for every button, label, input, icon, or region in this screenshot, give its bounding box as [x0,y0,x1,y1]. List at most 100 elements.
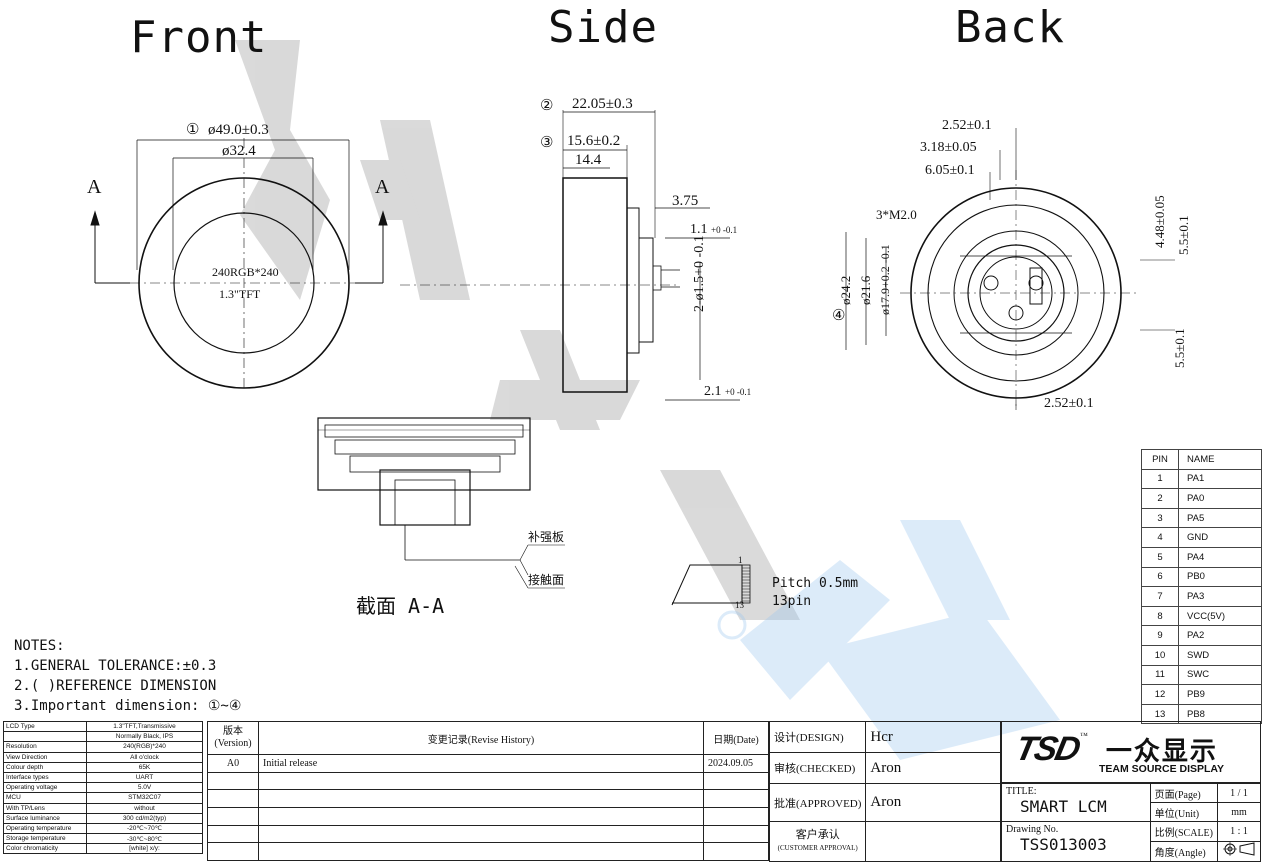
pin-name: PB0 [1178,566,1262,588]
title-block: TITLE: SMART LCM 页面(Page) 1 / 1 单位(Unit)… [1001,783,1261,862]
back-view-title: Back [955,2,1065,53]
dim-pin-diameter: 2-ø1.5+0 -0.1 [692,235,707,312]
drawing-number: TSS013003 [1020,835,1107,854]
spec-value: 5.0V [86,782,203,794]
fpc-pin-13: 13 [735,600,744,610]
spec-value: 1.3"TFT,Transmissive [86,720,203,733]
pin-number: 12 [1141,684,1179,705]
pin-number: 3 [1141,507,1179,529]
note-3: 3.Important dimension: ①~④ [14,698,242,714]
spec-key: Operating temperature [3,822,87,835]
section-marker-right: A [375,176,390,198]
scale-label: 比例(SCALE) [1149,821,1219,842]
pin-name: PA4 [1178,546,1262,568]
section-title: 截面 A-A [356,594,445,618]
name-header: NAME [1178,449,1262,470]
revision-date: 2024.09.05 [703,754,769,773]
dim-back-e: 4.48±0.05 [1152,195,1167,248]
spec-row: Storage temperature-30℃~80℃ [3,833,203,845]
customer-sublabel: (CUSTOMER APPROVAL) [777,843,858,852]
notes-block: NOTES: 1.GENERAL TOLERANCE:±0.3 2.( )REF… [14,636,241,716]
revision-version: A0 [207,754,259,773]
projection-symbol-icon [1223,842,1255,856]
circle-num-4: ④ [832,308,846,324]
section-marker-left: A [87,176,102,198]
pin-name: PA5 [1178,507,1262,529]
company-cn: 一众显示 [1105,737,1218,767]
label-contact-surface: 接触面 [528,573,565,587]
date-header: 日期(Date) [703,720,769,756]
side-view-title: Side [548,2,658,53]
section-view [317,417,565,589]
approval-table: 设计(DESIGN) Hcr 审核(CHECKED) Aron 批准(APPRO… [768,721,1001,862]
pin-number: 2 [1141,488,1179,509]
display-size: 1.3"TFT [219,287,261,301]
circle-num-3: ③ [540,135,554,151]
pin-number: 8 [1141,605,1179,627]
dim-back-c: 6.05±0.1 [925,163,975,178]
pin-number: 5 [1141,546,1179,568]
drawing-no-cell: Drawing No. TSS013003 [1001,821,1151,862]
spec-key: Surface luminance [3,812,87,824]
revision-history: Initial release [258,754,704,773]
company-en: TEAM SOURCE DISPLAY [1099,763,1225,775]
dim-back-i: ø17.9+0.2 -0.1 [878,244,892,315]
approved-label: 批准(APPROVED) [768,783,867,822]
spec-value: -30℃~80℃ [86,833,203,845]
pin-name: SWC [1178,664,1262,686]
checked-name: Aron [865,752,1001,784]
dim-side-housing: 14.4 [575,152,602,168]
dim-side-total: 22.05±0.3 [572,96,633,112]
spec-value: All o'clock [86,751,203,763]
spec-row: Normally Black, IPS [3,731,203,743]
spec-value: 65K [86,761,203,773]
company-logo-block: TSD ™ 一众显示 TEAM SOURCE DISPLAY [1001,721,1261,783]
pin-number: 7 [1141,586,1179,607]
spec-key: Color chromaticity [3,843,87,855]
fpc-pitch: Pitch 0.5mm [772,576,859,591]
customer-label: 客户承认 [795,828,840,841]
dim-side-body: 15.6±0.2 [567,133,621,149]
pin-number: 6 [1141,566,1179,588]
note-1: 1.GENERAL TOLERANCE:±0.3 [14,658,217,674]
front-view [90,138,388,392]
spec-key: Operating voltage [3,782,87,794]
dim-pin-offset: 1.1 +0 -0.1 [690,222,738,237]
spec-key: Colour depth [3,761,87,773]
fpc-pin-1: 1 [738,555,743,565]
page-label: 页面(Page) [1149,783,1219,803]
dim-back-b: 3.18±0.05 [920,140,977,155]
side-view [400,110,740,401]
checked-label: 审核(CHECKED) [768,752,867,784]
revision-table: 版本 (Version) 变更记录(Revise History) 日期(Dat… [207,720,769,861]
pin-name: GND [1178,527,1262,548]
spec-key: With TP/Lens [3,802,87,814]
title-cell: TITLE: SMART LCM [1001,783,1151,822]
dim-outer-diameter: ø49.0±0.3 [208,122,269,138]
history-header: 变更记录(Revise History) [258,720,704,756]
fpc-pin-count: 13pin [772,594,812,609]
pin-number: 1 [1141,468,1179,490]
pin-number: 9 [1141,625,1179,646]
spec-value: without [86,802,203,814]
pin-name: VCC(5V) [1178,605,1262,627]
display-resolution: 240RGB*240 [212,265,279,279]
unit-label: 单位(Unit) [1149,802,1219,822]
spec-value: STM32C07 [86,792,203,804]
customer-approval: 客户承认 (CUSTOMER APPROVAL) [768,821,867,862]
dim-back-j: 5.5±0.1 [1172,328,1187,368]
